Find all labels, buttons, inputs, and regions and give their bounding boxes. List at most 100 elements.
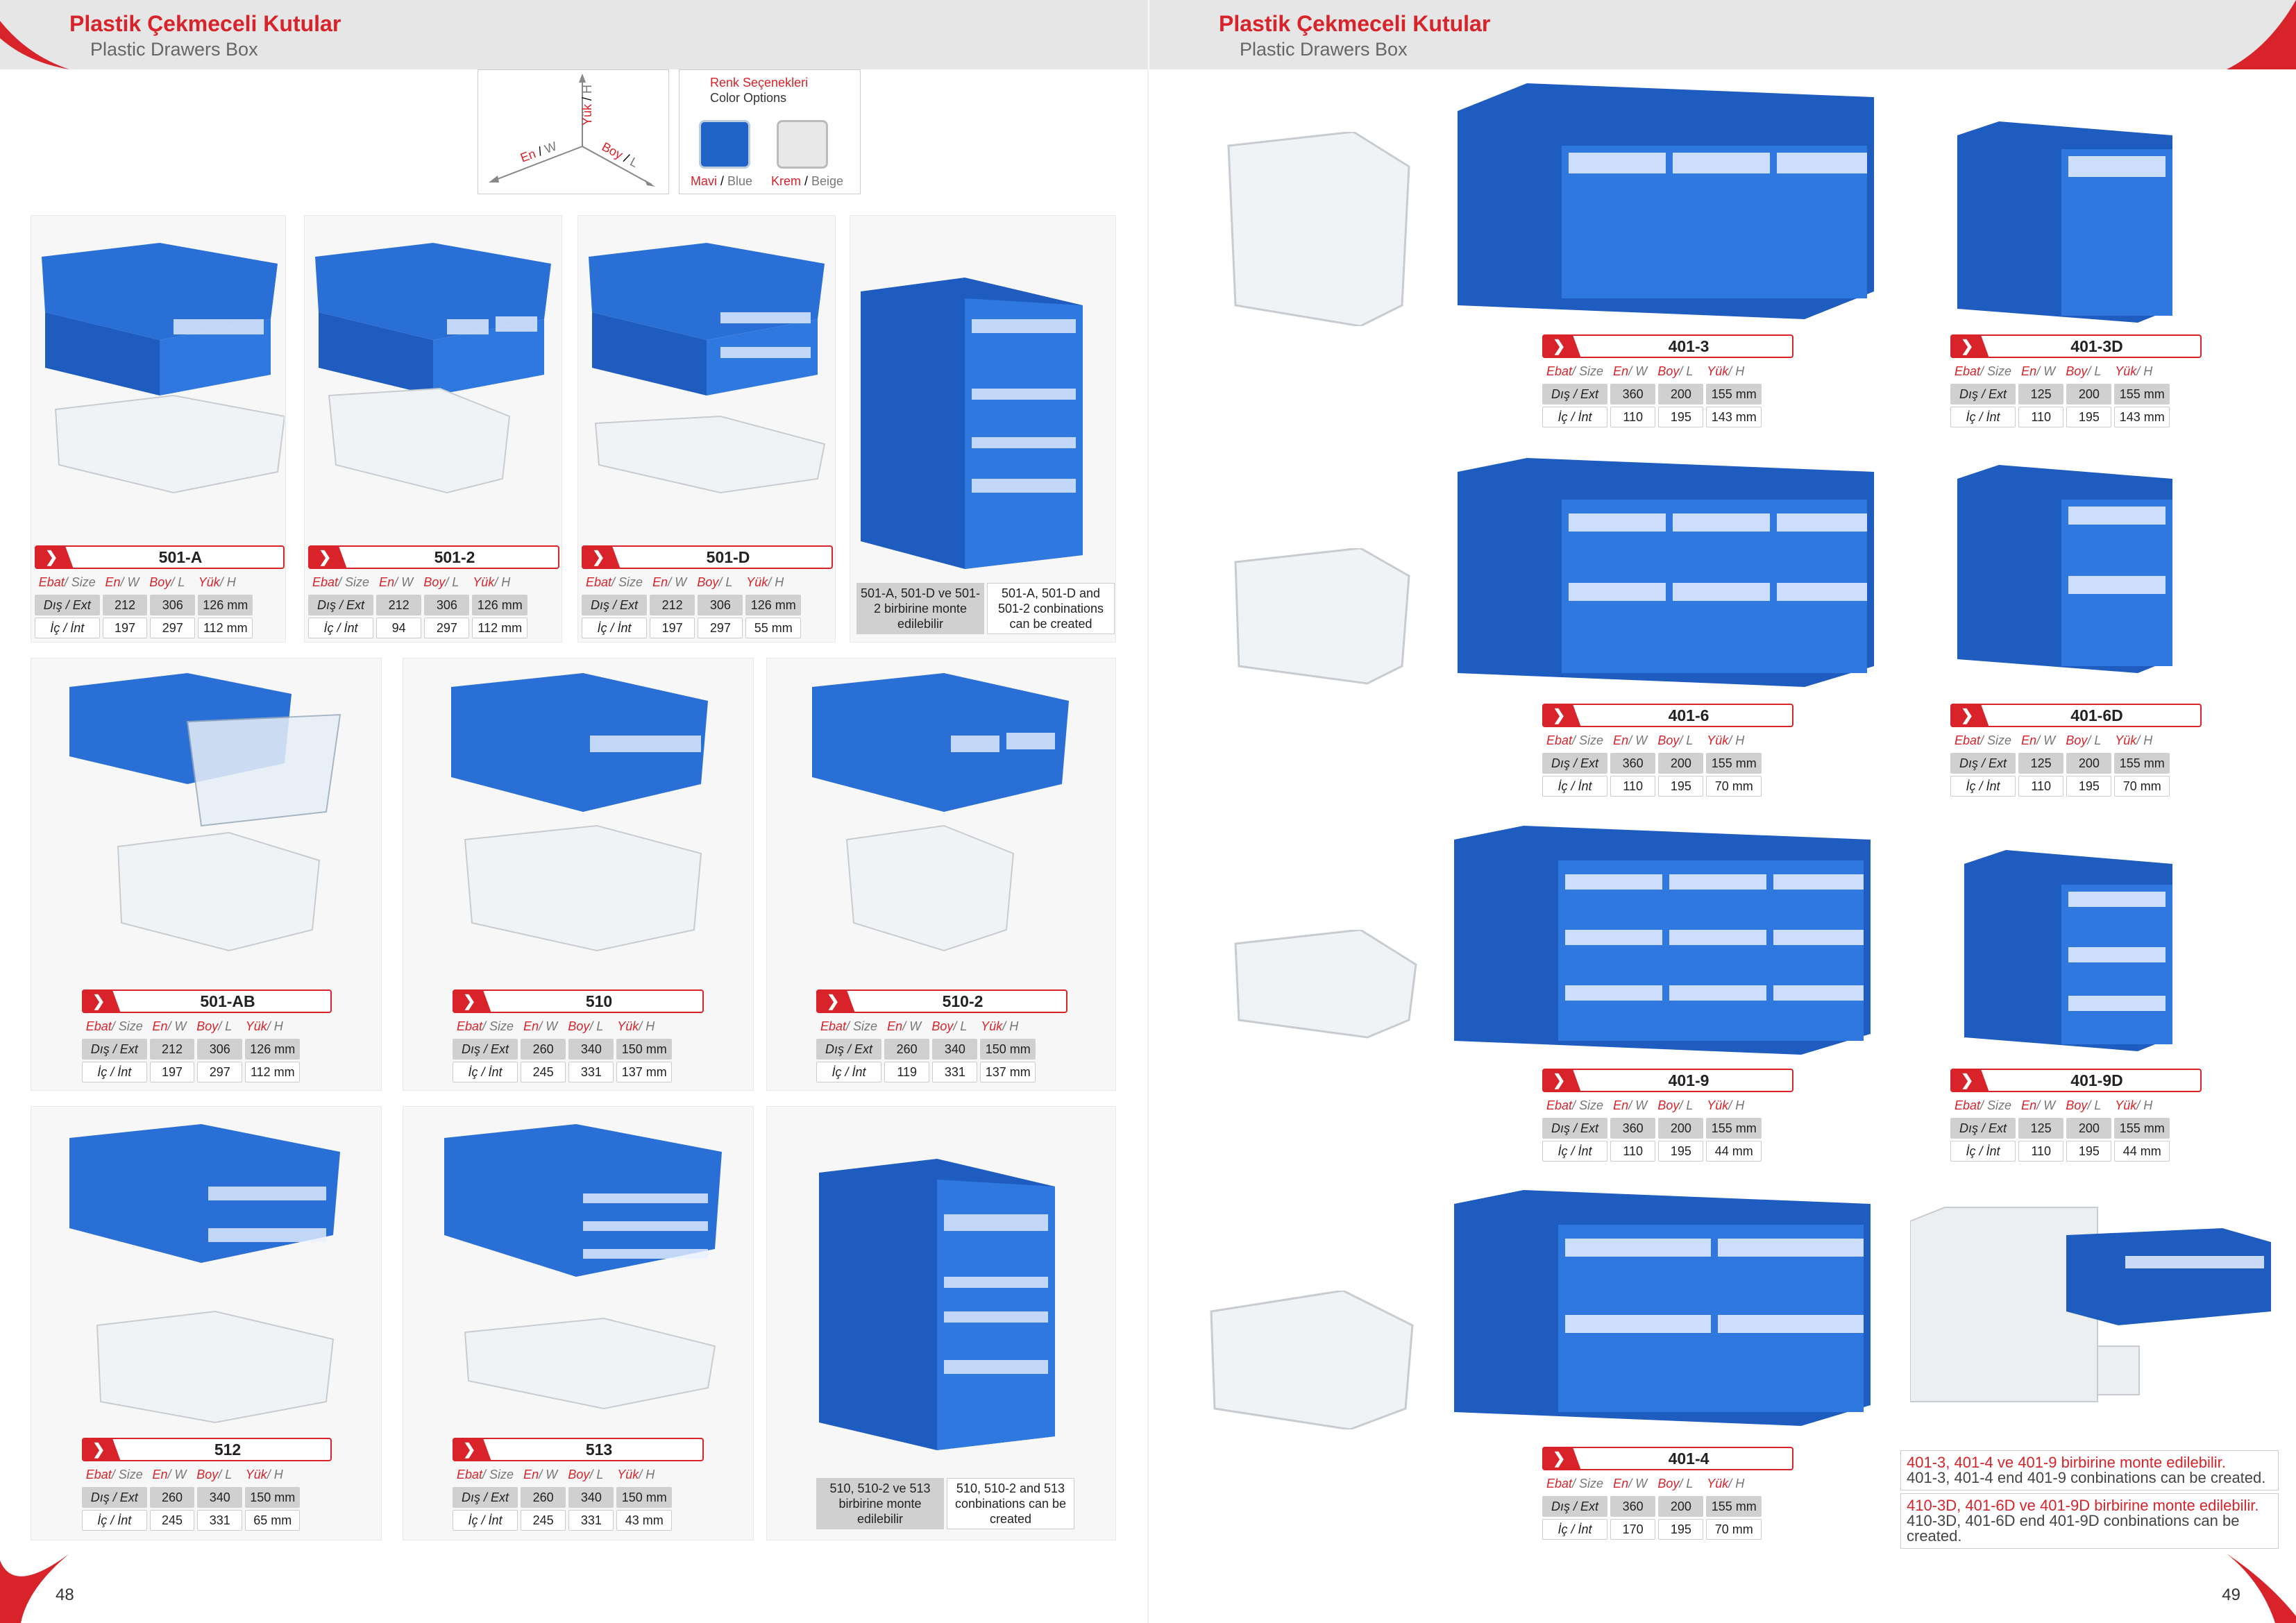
spec-ext-row: Dış / Ext 260 340 150 mm <box>82 1487 332 1508</box>
spec-ebat: Ebat <box>1546 733 1573 747</box>
product-name: 501-AB <box>200 992 255 1010</box>
spec-yuk: Yük <box>1707 364 1729 378</box>
spec-ext-label: Dış / Ext <box>82 1039 147 1060</box>
ext-l: 306 <box>424 595 470 615</box>
spec-en: En <box>1613 733 1629 747</box>
spec-int-label: İç / İnt <box>1542 407 1608 427</box>
spec-boy: Boy <box>196 1019 219 1033</box>
corner-swoosh-icon <box>0 21 69 69</box>
spec-yuk: Yük <box>617 1467 639 1481</box>
spec-w: / W <box>539 1019 558 1033</box>
left-header: Plastik Çekmeceli Kutular Plastic Drawer… <box>0 0 1148 69</box>
spec-ext-row: Dış / Ext 125 200 155 mm <box>1950 753 2202 774</box>
chevron-right-icon: ❯ <box>1542 1447 1581 1470</box>
spec-en: En <box>2021 1098 2037 1112</box>
spec-en: En <box>887 1019 903 1033</box>
spec-l: / L <box>953 1019 968 1033</box>
int-l: 297 <box>197 1062 243 1082</box>
spec-l: / L <box>218 1467 233 1481</box>
chevron-right-icon: ❯ <box>308 545 347 569</box>
spec-table: Ebat / Size En / W Boy / L Yük / H Dış /… <box>816 1016 1067 1085</box>
int-l: 331 <box>932 1062 978 1082</box>
spec-h: / H <box>639 1467 655 1481</box>
chevron-right-icon: ❯ <box>82 1438 121 1461</box>
spec-boy: Boy <box>2066 733 2088 747</box>
spec-int-row: İç / İnt 170 195 70 mm <box>1542 1519 1793 1540</box>
combination-image <box>1910 1207 2271 1402</box>
spec-en: En <box>1613 1098 1629 1112</box>
chevron-right-icon: ❯ <box>1542 1069 1581 1092</box>
spec-en: En <box>1613 364 1629 378</box>
ext-h: 155 mm <box>1706 384 1762 405</box>
spec-int-row: İç / İnt 245 331 137 mm <box>453 1062 704 1082</box>
ext-h: 150 mm <box>616 1487 673 1508</box>
spec-header-row: Ebat / Size En / W Boy / L Yük / H <box>582 572 833 593</box>
spec-int-label: İç / İnt <box>453 1062 518 1082</box>
ext-w: 360 <box>1610 753 1656 774</box>
ext-h: 155 mm <box>2114 384 2170 405</box>
page-number: 49 <box>2222 1586 2240 1604</box>
int-w: 110 <box>2018 407 2064 427</box>
spec-ebat: Ebat <box>457 1467 483 1481</box>
spec-en: En <box>523 1019 539 1033</box>
ext-w: 212 <box>376 595 422 615</box>
combination-note: 410-3D, 401-6D ve 401-9D birbirine monte… <box>1900 1493 2279 1549</box>
spec-int-label: İç / İnt <box>1542 1519 1608 1540</box>
spec-ebat: Ebat <box>1955 733 1981 747</box>
drawer-box-image <box>451 673 708 952</box>
spec-en: En <box>105 575 121 589</box>
spec-size: / Size <box>846 1019 878 1033</box>
product-title: ❯ 401-3D <box>1950 334 2202 358</box>
spec-ext-row: Dış / Ext 212 306 126 mm <box>582 595 833 615</box>
axes-icon <box>489 74 655 187</box>
drawer-box-image <box>1957 465 2172 673</box>
spec-boy: Boy <box>697 575 719 589</box>
spec-table: Ebat / Size En / W Boy / L Yük / H Dış /… <box>453 1016 704 1085</box>
spec-table: Ebat / Size En / W Boy / L Yük / H Dış /… <box>1542 361 1793 430</box>
spec-w: / W <box>1628 1098 1648 1112</box>
spec-yuk: Yük <box>473 575 495 589</box>
spec-size: / Size <box>1572 1098 1604 1112</box>
beige-swatch[interactable] <box>777 120 828 169</box>
product-name: 401-4 <box>1668 1450 1710 1468</box>
ext-h: 155 mm <box>2114 753 2170 774</box>
ext-w: 212 <box>102 595 148 615</box>
spec-size: / Size <box>611 575 643 589</box>
int-w: 197 <box>149 1062 195 1082</box>
spec-header-row: Ebat / Size En / W Boy / L Yük / H <box>1542 1473 1793 1494</box>
spec-table: Ebat / Size En / W Boy / L Yük / H Dış /… <box>1950 361 2202 430</box>
ext-w: 125 <box>2018 753 2064 774</box>
combination-note: 401-3, 401-4 ve 401-9 birbirine monte ed… <box>1900 1450 2279 1490</box>
spec-en: En <box>379 575 395 589</box>
int-h: 70 mm <box>2114 776 2170 797</box>
spec-int-row: İç / İnt 110 195 70 mm <box>1950 776 2202 797</box>
int-h: 112 mm <box>198 618 253 638</box>
product-name: 501-A <box>158 548 203 566</box>
spec-ext-label: Dış / Ext <box>1542 1496 1608 1517</box>
spec-ebat: Ebat <box>1546 364 1573 378</box>
spec-size: / Size <box>111 1467 143 1481</box>
drawer-box-image <box>444 1124 722 1410</box>
drawer-box-image <box>812 673 1069 952</box>
stacked-box-image <box>861 278 1083 569</box>
spec-ebat: Ebat <box>1955 1098 1981 1112</box>
spec-yuk: Yük <box>1707 1098 1729 1112</box>
spec-l: / L <box>589 1019 604 1033</box>
combination-note-tr: 510, 510-2 ve 513 birbirine monte edileb… <box>816 1478 944 1529</box>
spec-boy: Boy <box>1657 733 1680 747</box>
blue-label-tr: Mavi <box>691 174 718 188</box>
blue-swatch[interactable] <box>699 120 750 169</box>
spec-ext-label: Dış / Ext <box>453 1487 518 1508</box>
int-l: 195 <box>1658 1519 1704 1540</box>
int-h: 55 mm <box>745 618 802 638</box>
int-w: 94 <box>376 618 422 638</box>
spec-size: / Size <box>64 575 96 589</box>
color-options: Renk Seçenekleri Color Options Mavi / Bl… <box>679 69 861 194</box>
spec-int-row: İç / İnt 245 331 43 mm <box>453 1510 704 1531</box>
spec-ebat: Ebat <box>586 575 612 589</box>
page-spine <box>1147 0 1149 1623</box>
spec-ext-row: Dış / Ext 212 306 126 mm <box>82 1039 332 1060</box>
int-h: 43 mm <box>616 1510 673 1531</box>
spec-ebat: Ebat <box>1546 1098 1573 1112</box>
chevron-right-icon: ❯ <box>453 1438 491 1461</box>
